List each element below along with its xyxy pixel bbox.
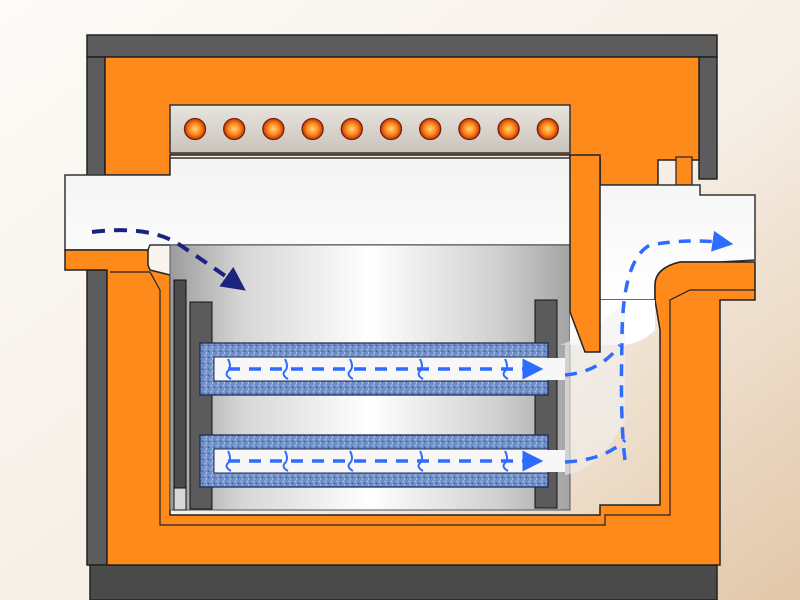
heater-icon bbox=[419, 117, 442, 141]
heater-icon bbox=[223, 117, 246, 141]
shelf-1 bbox=[199, 342, 565, 396]
heater-row bbox=[183, 117, 559, 141]
shelf-2 bbox=[199, 434, 565, 488]
heater-icon bbox=[262, 117, 285, 141]
outlet-flow-arrow bbox=[619, 230, 734, 461]
heater-icon bbox=[340, 117, 363, 141]
heater-icon bbox=[301, 117, 324, 141]
shelves bbox=[199, 342, 565, 488]
top-casing bbox=[86, 34, 718, 180]
heater-icon bbox=[497, 117, 520, 141]
heater-icon bbox=[379, 117, 403, 141]
heater-icon bbox=[183, 117, 207, 141]
inlet-flow-arrow bbox=[91, 228, 246, 291]
heater-icon bbox=[458, 117, 481, 141]
baffle bbox=[569, 154, 601, 353]
heater-icon bbox=[536, 117, 559, 141]
